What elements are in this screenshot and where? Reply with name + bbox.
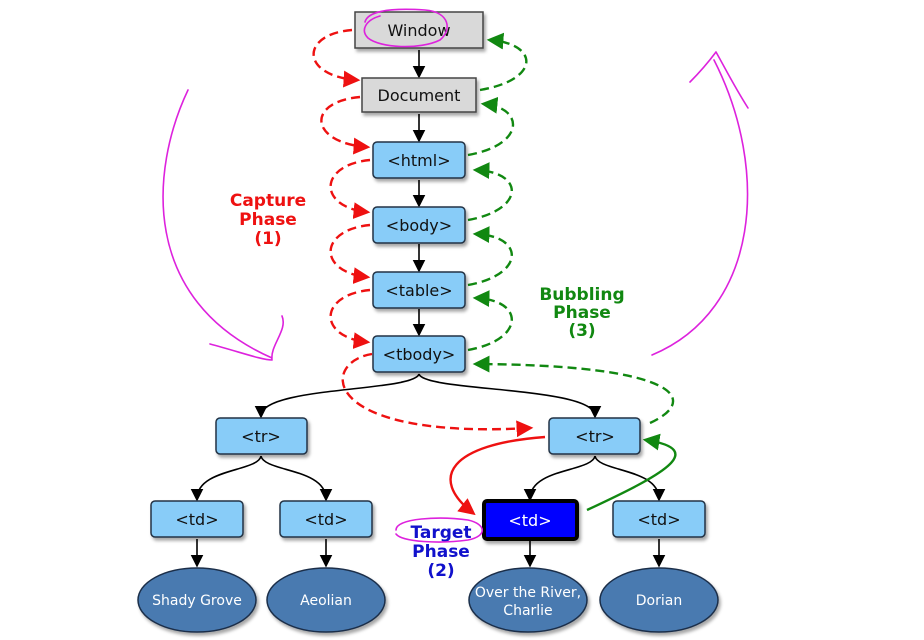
- node-td-1: <td>: [150, 500, 244, 538]
- node-tbody-label: <tbody>: [383, 345, 456, 364]
- capture-arrow-2: [320, 95, 371, 155]
- node-body-label: <body>: [386, 216, 452, 235]
- target-phase-line3: (2): [427, 561, 454, 581]
- capture-phase-label: Capture Phase (1): [230, 191, 306, 249]
- node-window-label: Window: [387, 21, 450, 40]
- node-tr-left: <tr>: [215, 417, 308, 455]
- node-tbody: <tbody>: [372, 335, 466, 373]
- bubbling-phase-line2: Phase: [553, 303, 611, 323]
- edge-tbody-tr-left: [254, 373, 420, 419]
- capture-phase-line1: Capture: [230, 191, 306, 211]
- target-phase-line2: Phase: [412, 542, 470, 562]
- node-html: <html>: [372, 141, 466, 179]
- bubbling-curve-annotation: [651, 51, 749, 356]
- edge-trleft-td1: [190, 455, 262, 502]
- node-tr-right: <tr>: [548, 417, 641, 455]
- node-td-4-label: <td>: [637, 510, 680, 529]
- leaf-dorian-label: Dorian: [636, 593, 682, 609]
- node-td-target: <td>: [482, 499, 579, 541]
- capture-phase-line3: (1): [254, 229, 281, 249]
- window-circle-annotation: [363, 8, 448, 48]
- node-table-label: <table>: [385, 281, 452, 300]
- node-tr-left-label: <tr>: [241, 427, 281, 446]
- leaf-over-the-river-line1: Over the River,: [475, 585, 581, 601]
- bubbling-phase-line1: Bubbling: [539, 285, 624, 305]
- leaf-shady-grove: Shady Grove: [137, 567, 257, 633]
- bubbling-arrow-4: [467, 226, 513, 287]
- leaf-shady-grove-label: Shady Grove: [152, 593, 242, 609]
- node-body: <body>: [372, 206, 466, 244]
- bubbling-arrow-1: [586, 433, 677, 512]
- node-html-label: <html>: [387, 151, 450, 170]
- capture-arrow-6: [341, 352, 534, 438]
- tree-connectors: [190, 50, 666, 568]
- leaf-aeolian-label: Aeolian: [300, 593, 352, 609]
- target-phase-line1: Target: [410, 523, 471, 543]
- capture-arrow-3: [329, 158, 371, 219]
- edge-trleft-td2: [260, 455, 333, 502]
- bubbling-arrow-7: [479, 32, 528, 92]
- bubbling-arrow-3: [467, 290, 513, 352]
- capture-arrow-1: [312, 28, 361, 88]
- leaf-over-the-river: Over the River, Charlie: [468, 567, 588, 633]
- node-document: Document: [361, 77, 477, 113]
- edge-trright-td3: [523, 455, 596, 502]
- capture-arrow-4: [329, 223, 371, 284]
- leaf-over-the-river-line2: Charlie: [503, 603, 552, 619]
- node-td-1-label: <td>: [175, 510, 218, 529]
- node-table: <table>: [372, 271, 466, 309]
- bubbling-arrow-6: [467, 96, 514, 157]
- target-circle-annotation: [395, 517, 484, 543]
- leaf-aeolian: Aeolian: [266, 567, 386, 633]
- capture-arrow-5: [329, 288, 371, 349]
- target-arrow: [449, 435, 546, 516]
- edge-trright-td4: [594, 455, 666, 502]
- bubbling-phase-label: Bubbling Phase (3): [539, 285, 624, 341]
- node-td-2-label: <td>: [304, 510, 347, 529]
- edge-tbody-tr-right: [418, 373, 602, 419]
- hand-annotations: [162, 8, 749, 543]
- capture-curve-annotation: [162, 89, 285, 361]
- node-td-2: <td>: [279, 500, 373, 538]
- bubbling-arrows: [467, 32, 677, 512]
- bubbling-phase-line3: (3): [568, 321, 595, 341]
- node-tr-right-label: <tr>: [575, 427, 615, 446]
- node-td-4: <td>: [612, 500, 706, 538]
- node-td-target-label: <td>: [508, 511, 551, 530]
- bubbling-arrow-2: [472, 355, 675, 425]
- capture-arrows: [312, 28, 534, 438]
- capture-phase-line2: Phase: [239, 210, 297, 230]
- bubbling-arrow-5: [467, 162, 513, 222]
- target-phase-label: Target Phase (2): [410, 523, 471, 581]
- leaf-dorian: Dorian: [599, 567, 719, 633]
- node-document-label: Document: [378, 86, 461, 105]
